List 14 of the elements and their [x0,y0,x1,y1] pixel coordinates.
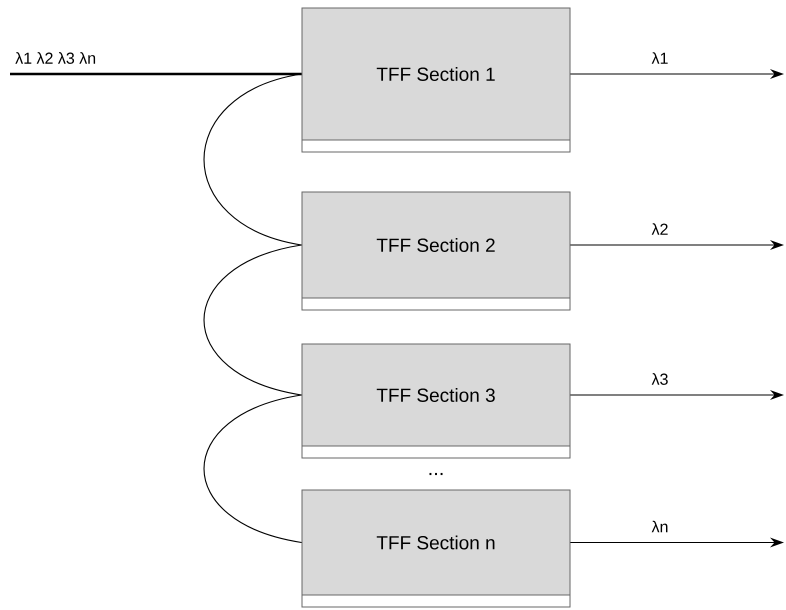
filter-box: TFF Section 1 [302,8,570,152]
connecting-curve [204,73,302,246]
filter-box: TFF Section 2 [302,192,570,310]
edge-label: λ3 [652,373,668,385]
edge-label: λn [652,520,668,532]
edge-label: λ1 [652,52,668,64]
connecting-curve [204,244,302,396]
input-line [10,72,302,76]
connecting-curve [204,394,302,544]
edge-label: λ1 λ2 λ3 λn [15,52,96,64]
filter-box: TFF Section n [302,490,570,608]
filter-box: TFF Section 3 [302,344,570,458]
ellipsis: ... [430,472,443,476]
edge-label: λ2 [652,223,668,235]
